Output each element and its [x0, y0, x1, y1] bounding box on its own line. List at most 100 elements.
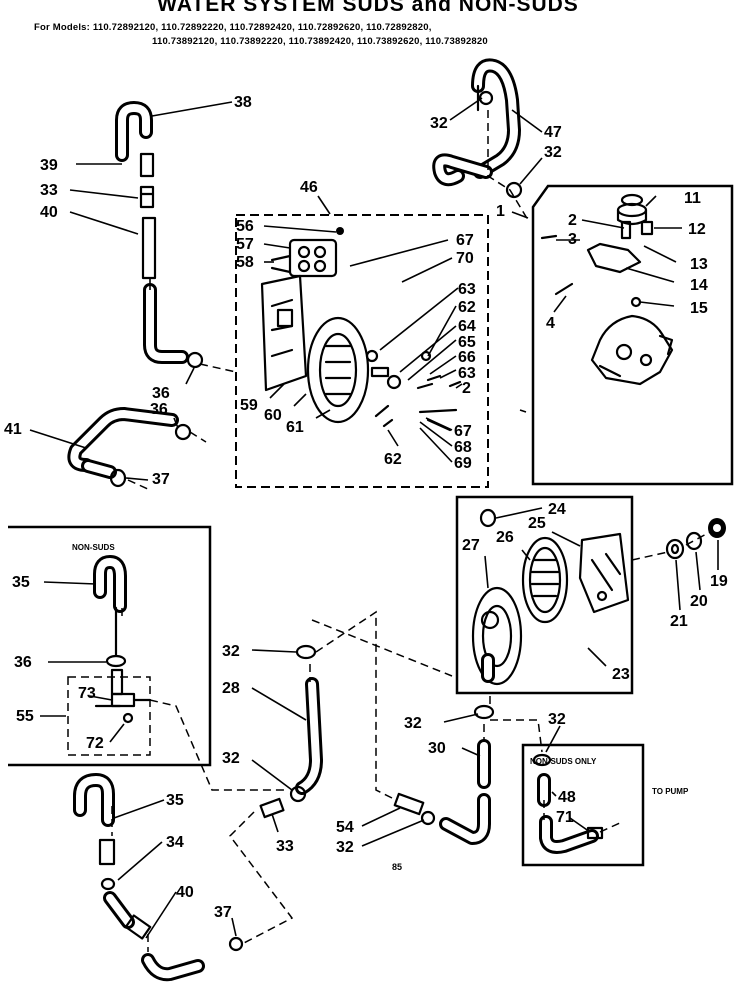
callout-15: 15: [690, 300, 708, 317]
non-suds-only-group-box: [521, 743, 645, 867]
callout-62: 62: [384, 451, 402, 468]
connector-line: [489, 696, 543, 753]
callout-11: 11: [684, 190, 701, 207]
hose-38-assembly: [115, 101, 204, 441]
callout-20: 20: [690, 593, 708, 610]
callout-63: 63: [458, 365, 476, 382]
callout-30: 30: [428, 740, 446, 757]
callout-33: 33: [40, 182, 58, 199]
callout-19: 19: [710, 573, 728, 590]
callout-72: 72: [86, 735, 104, 752]
connector-line: [149, 699, 286, 791]
callout-36: 36: [150, 401, 168, 418]
callout-41: 41: [4, 421, 22, 438]
callout-68: 68: [454, 439, 472, 456]
callout-32: 32: [544, 144, 562, 161]
callout-69: 69: [454, 455, 472, 472]
callout-24: 24: [548, 501, 566, 518]
callout-3: 3: [568, 231, 577, 248]
non-suds-group-box: [8, 525, 212, 767]
hose-28: [259, 644, 323, 819]
callout-2: 2: [568, 212, 577, 229]
callout-48: 48: [558, 789, 576, 806]
callout-46: 46: [300, 179, 318, 196]
callout-62: 62: [458, 299, 476, 316]
hose-48-71: [532, 753, 604, 854]
to-pump-label: TO PUMP: [652, 787, 689, 796]
callout-61: 61: [286, 419, 304, 436]
connector-line: [599, 821, 623, 833]
connector-line: [127, 479, 151, 491]
connector-line: [189, 431, 207, 443]
callout-58: 58: [236, 254, 254, 271]
callout-73: 73: [78, 685, 96, 702]
non-suds-label: NON-SUDS: [72, 543, 115, 552]
water-valve-assembly-46: [260, 227, 462, 432]
callout-32: 32: [430, 115, 448, 132]
callout-37: 37: [214, 904, 232, 921]
connector-line: [631, 531, 711, 561]
callout-25: 25: [528, 515, 546, 532]
leader-lines: [29, 97, 719, 939]
model-list-line-1: For Models: 110.72892120, 110.72892220, …: [34, 22, 432, 33]
callout-39: 39: [40, 157, 58, 174]
callout-35: 35: [12, 574, 30, 591]
callout-67: 67: [454, 423, 472, 440]
pump-cover-assembly: [471, 508, 630, 686]
callout-32: 32: [548, 711, 566, 728]
callout-67: 67: [456, 232, 474, 249]
hose-30: [393, 704, 495, 845]
callout-32: 32: [404, 715, 422, 732]
callout-57: 57: [236, 236, 254, 253]
non-suds-valve-group-box: [67, 676, 151, 756]
callout-60: 60: [264, 407, 282, 424]
callout-33: 33: [276, 838, 294, 855]
callout-37: 37: [152, 471, 170, 488]
connector-line: [487, 110, 529, 221]
callout-23: 23: [612, 666, 630, 683]
pump-cover-group-box: [455, 495, 634, 695]
callout-38: 38: [234, 94, 252, 111]
callout-35: 35: [166, 792, 184, 809]
callout-59: 59: [240, 397, 258, 414]
connector-line: [519, 409, 527, 413]
callout-56: 56: [236, 218, 254, 235]
callout-4: 4: [546, 315, 555, 332]
callout-13: 13: [690, 256, 708, 273]
callout-54: 54: [336, 819, 354, 836]
callout-40: 40: [176, 884, 194, 901]
callout-71: 71: [556, 809, 574, 826]
timer-assembly-group-box: [531, 184, 734, 486]
callout-32: 32: [222, 750, 240, 767]
callout-1: 1: [496, 203, 505, 220]
hose-47: [432, 58, 523, 199]
connector-line: [199, 363, 237, 373]
connector-line: [229, 811, 294, 945]
callout-65: 65: [458, 334, 476, 351]
callout-55: 55: [16, 708, 34, 725]
non-suds-hose-assembly: [93, 555, 152, 724]
callout-32: 32: [222, 643, 240, 660]
callout-36: 36: [14, 654, 32, 671]
callout-14: 14: [690, 277, 708, 294]
callout-28: 28: [222, 680, 240, 697]
pump-hardware-19-21: [665, 518, 726, 560]
model-list-line-2: 110.73892120, 110.73892220, 110.73892420…: [152, 36, 488, 47]
callout-47: 47: [544, 124, 562, 141]
callout-70: 70: [456, 250, 474, 267]
callout-40: 40: [40, 204, 58, 221]
callout-21: 21: [670, 613, 688, 630]
hose-41: [67, 407, 179, 488]
callout-27: 27: [462, 537, 480, 554]
connector-line: [311, 619, 453, 677]
callout-12: 12: [688, 221, 706, 238]
drain-hose-lower-left: [73, 773, 244, 982]
valve-assembly-group-box: [235, 214, 489, 488]
callout-63: 63: [458, 281, 476, 298]
callout-34: 34: [166, 834, 184, 851]
callout-36: 36: [152, 385, 170, 402]
timer-control-assembly: [540, 193, 674, 386]
callout-66: 66: [458, 349, 476, 366]
page-title: WATER SYSTEM SUDS and NON-SUDS: [157, 0, 579, 16]
